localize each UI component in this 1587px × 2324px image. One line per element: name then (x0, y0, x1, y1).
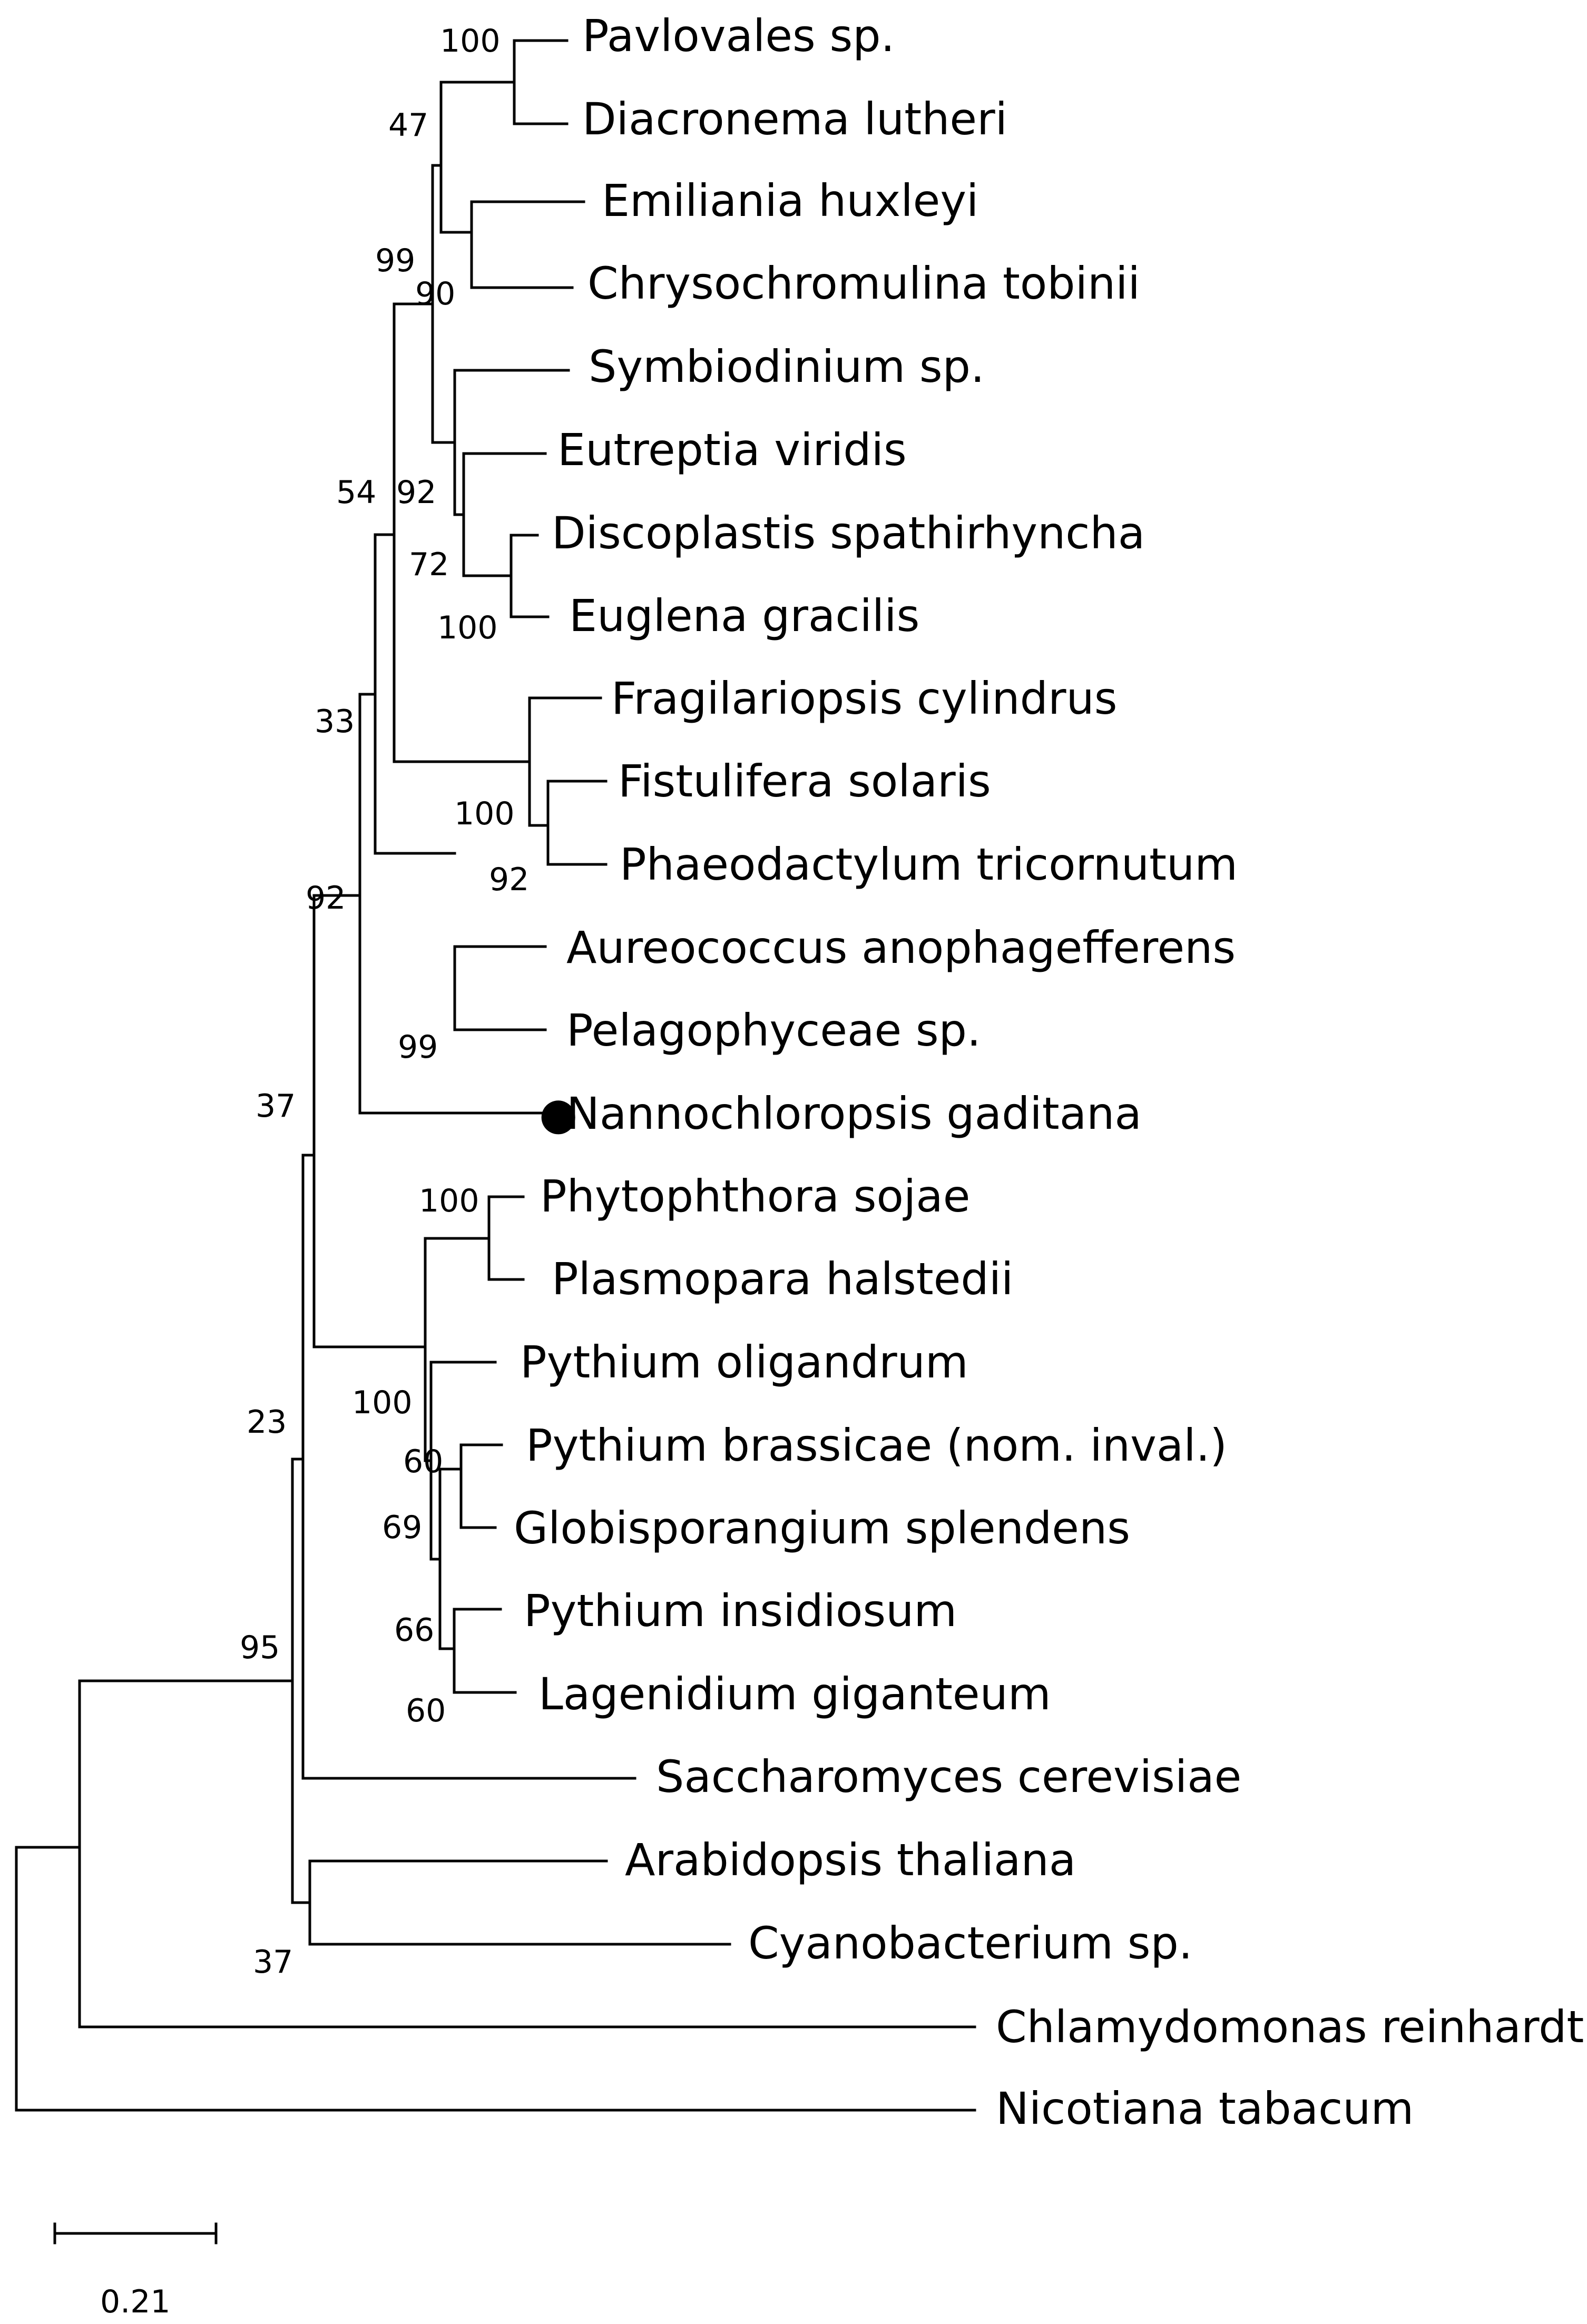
bootstrap-value: 69 (382, 1509, 422, 1546)
bootstrap-values: 100 47 99 90 92 54 72 100 33 100 92 92 9… (240, 23, 529, 1981)
bootstrap-value: 37 (253, 1944, 293, 1981)
bootstrap-value: 99 (398, 1029, 438, 1066)
taxon-label: Phytophthora sojae (540, 1170, 970, 1222)
bootstrap-value: 60 (403, 1443, 443, 1480)
bootstrap-value: 37 (256, 1088, 296, 1125)
bootstrap-value: 100 (419, 1183, 479, 1219)
taxon-label: Symbiodinium sp. (589, 341, 985, 392)
bootstrap-value: 33 (315, 703, 355, 740)
bootstrap-value: 54 (336, 474, 376, 511)
taxon-label: Cyanobacterium sp. (748, 1917, 1193, 1969)
taxon-label: Saccharomyces cerevisiae (656, 1751, 1241, 1803)
taxon-label: Eutreptia viridis (557, 424, 907, 476)
taxon-label: Euglena gracilis (569, 590, 919, 642)
taxon-label: Pythium brassicae (nom. inval.) (526, 1420, 1227, 1471)
bootstrap-value: 47 (388, 107, 428, 144)
taxon-label: Pavlovales sp. (582, 10, 895, 62)
bootstrap-value: 92 (306, 880, 346, 917)
bootstrap-value: 100 (437, 609, 498, 646)
taxon-label: Globisporangium splendens (514, 1502, 1130, 1554)
taxon-label: Pythium oligandrum (520, 1336, 968, 1388)
bootstrap-value: 72 (409, 546, 449, 583)
taxon-label: Fragilariopsis cylindrus (611, 673, 1118, 724)
highlight-marker: ● (539, 1088, 577, 1139)
taxon-label: Pythium insidiosum (524, 1585, 957, 1637)
bootstrap-value: 90 (415, 275, 455, 312)
bootstrap-value: 23 (247, 1404, 287, 1441)
taxon-label: Pelagophyceae sp. (566, 1005, 981, 1056)
bootstrap-value: 92 (489, 861, 529, 898)
taxon-label: Discoplastis spathirhyncha (552, 507, 1145, 559)
taxon-label: Chrysochromulina tobinii (587, 258, 1140, 309)
bootstrap-value: 100 (352, 1384, 413, 1421)
taxon-label: Aureococcus anophagefferens (566, 922, 1236, 973)
taxon-label: Fistulifera solaris (618, 755, 991, 807)
bootstrap-value: 95 (240, 1629, 280, 1666)
taxon-label: Plasmopara halstedii (552, 1253, 1013, 1305)
bootstrap-value: 100 (454, 795, 515, 832)
taxon-label: Emiliania huxleyi (602, 175, 978, 227)
bootstrap-value: 100 (440, 23, 501, 60)
taxon-label: Lagenidium giganteum (538, 1668, 1051, 1720)
bootstrap-value: 66 (394, 1612, 434, 1649)
tree-branches (15, 39, 976, 2112)
bootstrap-value: 92 (396, 474, 436, 511)
taxon-label: Diacronema lutheri (582, 93, 1007, 145)
bootstrap-value: 99 (375, 242, 415, 279)
scale-bar-label: 0.21 (100, 2283, 171, 2320)
taxon-label: Nannochloropsis gaditana (566, 1088, 1142, 1139)
taxon-labels: Pavlovales sp. Diacronema lutheri Emilia… (514, 10, 1587, 2134)
bootstrap-value: 60 (406, 1692, 446, 1729)
taxon-label: Phaeodactylum tricornutum (620, 839, 1238, 890)
taxon-label: Arabidopsis thaliana (625, 1834, 1076, 1886)
scale-bar: 0.21 (53, 2222, 218, 2320)
taxon-label: Chlamydomonas reinhardtii (996, 2001, 1587, 2053)
taxon-label: Nicotiana tabacum (996, 2083, 1414, 2134)
